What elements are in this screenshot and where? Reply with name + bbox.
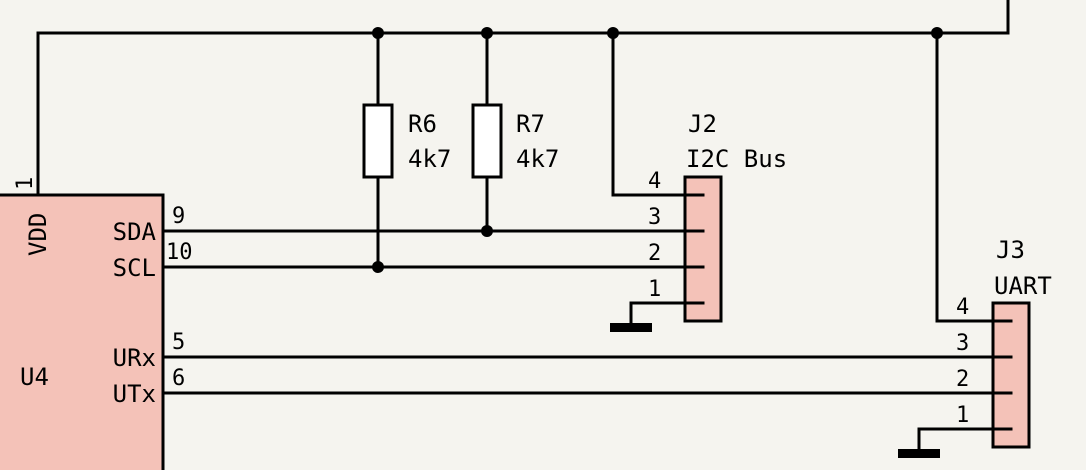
junction-dot xyxy=(481,27,493,39)
j2-pin-number: 3 xyxy=(648,205,661,230)
j2-body[interactable] xyxy=(683,175,723,323)
junction-dot xyxy=(931,27,943,39)
j3-body[interactable] xyxy=(991,301,1031,449)
j2-ref-label: J2 xyxy=(688,110,717,138)
junctions xyxy=(372,27,943,273)
u4-utx-pin-name: UTx xyxy=(113,380,156,408)
j3-ref-label: J3 xyxy=(996,236,1025,264)
junction-dot xyxy=(372,27,384,39)
r6-resistor[interactable]: R6 4k7 xyxy=(362,103,451,179)
wires xyxy=(36,0,1013,453)
j2-connector[interactable]: J2 I2C Bus 4 3 2 1 xyxy=(648,110,787,323)
u4-urx-pin-name: URx xyxy=(113,344,156,372)
r7-value-label: 4k7 xyxy=(516,145,559,173)
u4-component[interactable]: U4 VDD 1 SDA SCL URx UTx 9 10 5 6 xyxy=(0,177,193,470)
u4-scl-pin-name: SCL xyxy=(113,254,156,282)
j3-pin4-wire xyxy=(935,31,1013,323)
j3-pin-number: 3 xyxy=(956,331,969,356)
r7-body[interactable] xyxy=(471,103,503,179)
u4-urx-pin-number: 5 xyxy=(172,330,185,355)
u4-ref-label: U4 xyxy=(20,363,49,391)
r6-body[interactable] xyxy=(362,103,394,179)
u4-sda-pin-number: 9 xyxy=(172,204,185,229)
u4-sda-pin-name: SDA xyxy=(113,218,157,246)
junction-dot xyxy=(607,27,619,39)
j2-pin-number: 2 xyxy=(648,241,661,266)
junction-dot xyxy=(372,261,384,273)
j3-pin-number: 4 xyxy=(956,295,969,320)
u4-vdd-pin-name: VDD xyxy=(24,213,52,256)
u4-vdd-pin-number: 1 xyxy=(13,177,38,190)
u4-body[interactable] xyxy=(0,193,165,470)
j2-pin-number: 4 xyxy=(648,169,661,194)
r6-value-label: 4k7 xyxy=(408,145,451,173)
j3-pin-number: 1 xyxy=(956,403,969,428)
r7-ref-label: R7 xyxy=(516,110,545,138)
r7-resistor[interactable]: R7 4k7 xyxy=(471,103,559,179)
u4-utx-pin-number: 6 xyxy=(172,366,185,391)
j3-value-label: UART xyxy=(994,272,1052,300)
r6-ref-label: R6 xyxy=(408,110,437,138)
vdd-net-wire xyxy=(36,0,1010,197)
j2-pin4-wire xyxy=(611,31,705,197)
j2-pin-number: 1 xyxy=(648,277,661,302)
j3-pin-number: 2 xyxy=(956,367,969,392)
j2-gnd-wire xyxy=(629,301,705,327)
u4-scl-pin-number: 10 xyxy=(166,240,193,265)
junction-dot xyxy=(481,225,493,237)
ground-symbol-icon xyxy=(898,449,940,458)
j3-connector[interactable]: J3 UART 4 3 2 1 xyxy=(956,236,1052,449)
j3-gnd-wire xyxy=(917,427,1013,453)
j2-value-label: I2C Bus xyxy=(686,145,787,173)
ground-symbol-icon xyxy=(610,323,652,332)
